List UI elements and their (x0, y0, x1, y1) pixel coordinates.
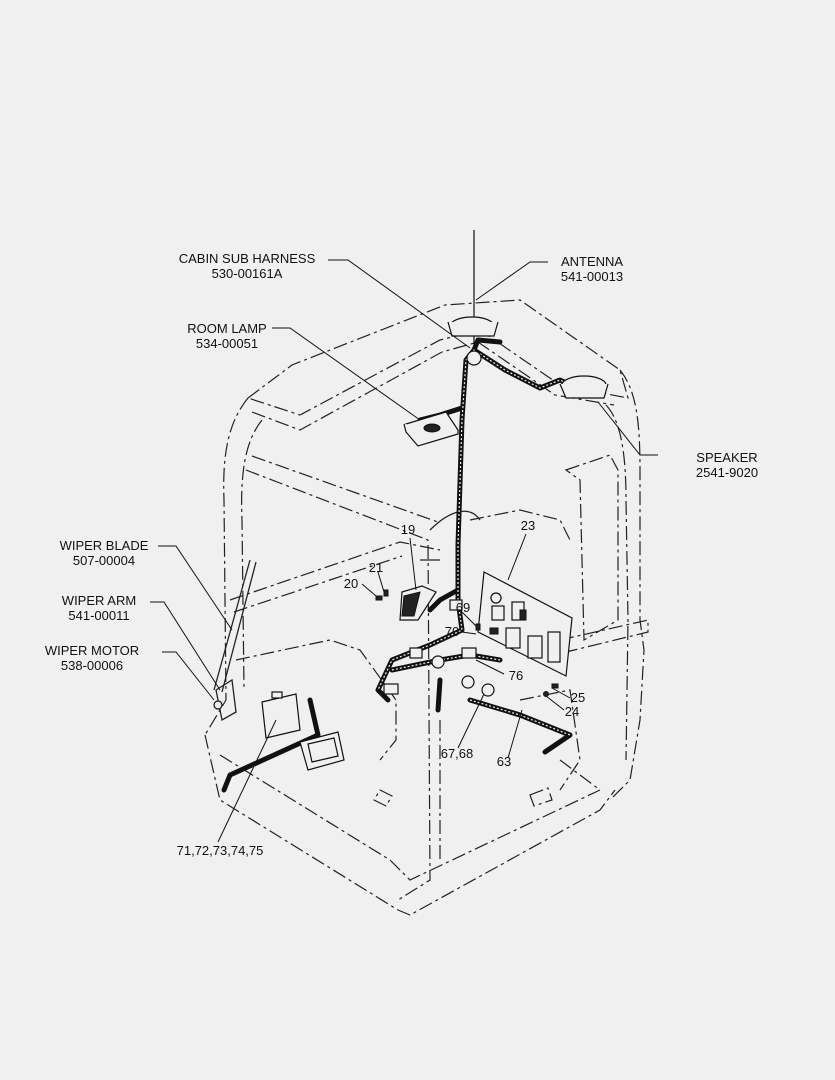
item-24: 24 (565, 704, 579, 719)
washer-pump (299, 731, 345, 771)
wiper-arm-name: WIPER ARM (62, 593, 136, 608)
leader-lines (150, 259, 658, 843)
wiper-assembly (213, 559, 257, 722)
wiper-motor-part-no: 538-00006 (61, 658, 123, 673)
callout-cabin-sub-harness: CABIN SUB HARNESS 530-00161A (179, 251, 316, 281)
room-lamp-part (403, 411, 459, 447)
callout-wiper-arm: WIPER ARM 541-00011 (62, 593, 136, 623)
cabin-sub-harness-name: CABIN SUB HARNESS (179, 251, 316, 266)
speaker-part (559, 375, 609, 399)
item-21: 21 (369, 560, 383, 575)
screws-20-21 (375, 589, 389, 601)
antenna-part (447, 230, 499, 366)
item-23: 23 (521, 518, 535, 533)
item-63: 63 (497, 754, 511, 769)
item-numbers: 19 20 21 23 24 25 63 67,68 69 70 71,72,7… (177, 518, 586, 858)
antenna-part-no: 541-00013 (561, 269, 623, 284)
wiper-arm-part-no: 541-00011 (68, 608, 129, 623)
washer-tank (261, 691, 301, 739)
control-board-23 (477, 571, 573, 677)
item-69: 69 (456, 600, 470, 615)
item-67-68: 67,68 (441, 746, 474, 761)
callout-wiper-blade: WIPER BLADE 507-00004 (60, 538, 149, 568)
speaker-name: SPEAKER (696, 450, 757, 465)
antenna-name: ANTENNA (561, 254, 623, 269)
wiper-motor-name: WIPER MOTOR (45, 643, 139, 658)
callout-speaker: SPEAKER 2541-9020 (696, 450, 758, 480)
room-lamp-part-no: 534-00051 (196, 336, 258, 351)
room-lamp-name: ROOM LAMP (187, 321, 266, 336)
callout-antenna: ANTENNA 541-00013 (561, 254, 623, 284)
wiper-blade-name: WIPER BLADE (60, 538, 149, 553)
item-76: 76 (509, 668, 523, 683)
item-19: 19 (401, 522, 415, 537)
harness-connectors (383, 599, 559, 697)
callout-wiper-motor: WIPER MOTOR 538-00006 (45, 643, 139, 673)
item-20: 20 (344, 576, 358, 591)
callout-room-lamp: ROOM LAMP 534-00051 (187, 321, 266, 351)
wiper-blade-part-no: 507-00004 (73, 553, 135, 568)
item-70: 70 (445, 624, 459, 639)
item-25: 25 (571, 690, 585, 705)
controller-19 (399, 585, 437, 621)
speaker-part-no: 2541-9020 (696, 465, 758, 480)
cabin-sub-harness-part-no: 530-00161A (212, 266, 283, 281)
item-71-75: 71,72,73,74,75 (177, 843, 264, 858)
